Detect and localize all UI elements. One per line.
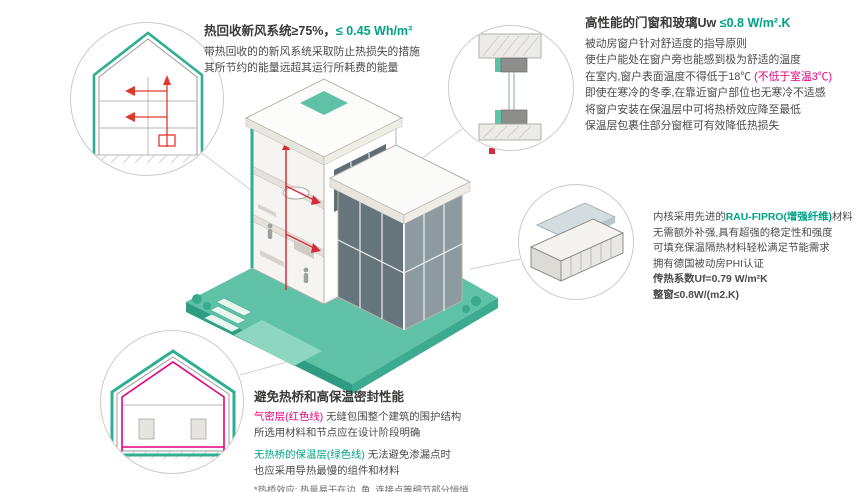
bushes	[192, 294, 481, 313]
profile-chambers	[570, 239, 612, 277]
windows-line-2: 使住户能处在窗户旁也能感到极为舒适的温度	[585, 54, 801, 67]
thermal-title: 避免热桥和高保温密封性能	[254, 390, 405, 404]
frame-profile-inset-circle	[518, 184, 634, 300]
profile-line-4: 拥有德国被动房PHI认证	[653, 258, 764, 270]
thermal-inset-circle	[100, 330, 244, 474]
hrv-inset-circle	[70, 22, 224, 176]
ventilation-ducts	[285, 148, 315, 290]
ground-hatch	[86, 154, 204, 164]
hrv-title-text: 热回收新风系统≥75%，	[204, 24, 336, 38]
windows-title-text: 高性能的门窗和玻璃Uw	[585, 16, 720, 30]
thermal-inset-illustration	[109, 349, 237, 460]
windows-text-block: 高性能的门窗和玻璃Uw ≤0.8 W/m².K 被动房窗户针对舒适度的指导原则 …	[585, 12, 832, 134]
window-section-inset-circle	[448, 25, 574, 151]
windows-line-3-highlight: (不低于室温3℃)	[754, 70, 833, 83]
windows-line-3: 在室内,窗户表面温度不得低于18℃ (不低于室温3℃)	[585, 69, 832, 85]
thermal-line-1-text: 无缝包围整个建筑的围护结构	[323, 412, 462, 423]
profile-line-1: 内核采用先进的RAU-FIPRO(增强纤维)材料	[653, 210, 853, 226]
window-section-illustration	[478, 33, 542, 141]
windows-line-6: 保温层包裹住部分窗框可有效降低热损失	[585, 120, 780, 133]
insulation-green-line	[110, 349, 236, 451]
thermal-line-3: 无热桥的保温层(绿色线) 无法避免渗漏点时	[254, 448, 468, 464]
profile-uw-value: 整窗≤0.8W/(m2.K)	[653, 290, 739, 302]
airflow-arrows	[125, 75, 171, 122]
windows-title: 高性能的门窗和玻璃Uw ≤0.8 W/m².K	[585, 12, 832, 31]
windows-line-4: 即使在寒冷的冬季,在靠近窗户部位也无寒冷不适感	[585, 87, 826, 100]
profile-line-1-post: 材料	[831, 212, 853, 223]
floor-lines	[85, 77, 211, 156]
hrv-text-block: 热回收新风系统≥75%，≤ 0.45 Wh/m³ 带热回收的的新风系统采取防止热…	[204, 20, 420, 77]
hrv-title: 热回收新风系统≥75%，≤ 0.45 Wh/m³	[204, 20, 420, 39]
airtight-red-line	[121, 361, 225, 451]
airflow-ducts	[133, 83, 176, 147]
wall-hatch-bottom	[482, 125, 532, 139]
thermal-footnote: *热桥效应: 热量易于在边, 角, 连接点等细节部分悄悄	[254, 485, 469, 492]
garden-stairs	[203, 297, 253, 333]
thermal-line-4: 也应采用导热最慢的组件和材料	[254, 465, 400, 477]
hrv-title-value: ≤ 0.45 Wh/m³	[335, 24, 413, 38]
thermal-airtight-label: 气密层(红色线)	[254, 412, 324, 423]
windows-line-3-text: 在室内,窗户表面温度不得低于18℃	[585, 70, 755, 83]
spacer	[254, 441, 468, 448]
red-marker	[489, 148, 495, 154]
windows-title-value: ≤0.8 W/m².K	[719, 16, 791, 30]
profile-text-block: 内核采用先进的RAU-FIPRO(增强纤维)材料 无需额外补强,具有超强的稳定性…	[653, 210, 853, 304]
insulation-line	[92, 31, 204, 155]
wall-hatch-top	[482, 35, 540, 57]
profile-line-2: 无需额外补强,具有超强的稳定性和强度	[653, 227, 833, 239]
thermal-insulation-label: 无热桥的保温层(绿色线)	[254, 450, 365, 462]
profile-line-3: 可填充保温隔热材料轻松满足节能需求	[653, 243, 830, 255]
windows-line-1: 被动房窗户针对舒适度的指导原则	[585, 38, 747, 50]
glass-mullions-right	[403, 192, 463, 320]
thermal-line-2: 所选用材料和节点应在设计阶段明确	[254, 427, 421, 439]
glass-mullions-left	[337, 190, 405, 319]
house-glass-wing	[328, 144, 472, 331]
profile-line-1-material: RAU-FIPRO(增强纤维)	[725, 212, 832, 223]
hrv-line-2: 其所节约的能量远超其运行所耗费的能量	[204, 62, 399, 75]
thermal-text-block: 避免热桥和高保温密封性能 气密层(红色线) 无缝包围整个建筑的围护结构 所选用材…	[254, 386, 468, 492]
glazing-lines	[508, 72, 515, 110]
people-figures	[267, 223, 309, 283]
profile-uf-value: 传热系数Uf=0.79 W/m²K	[653, 274, 768, 286]
thermal-line-1: 气密层(红色线) 无缝包围整个建筑的围护结构	[254, 410, 468, 426]
bathtub	[282, 186, 310, 200]
roof-insulation-patch	[300, 91, 348, 115]
hrv-line-1: 带热回收的的新风系统采取防止热损失的措施	[204, 46, 420, 58]
windows-line-5: 将窗户安装在保温层中可将热桥效应降至最低	[585, 103, 801, 116]
frame-profile-illustration	[529, 202, 625, 282]
profile-line-1-pre: 内核采用先进的	[653, 212, 726, 223]
thermal-line-3-text: 无法避免渗漏点时	[364, 450, 451, 462]
hrv-inset-illustration	[85, 31, 211, 164]
